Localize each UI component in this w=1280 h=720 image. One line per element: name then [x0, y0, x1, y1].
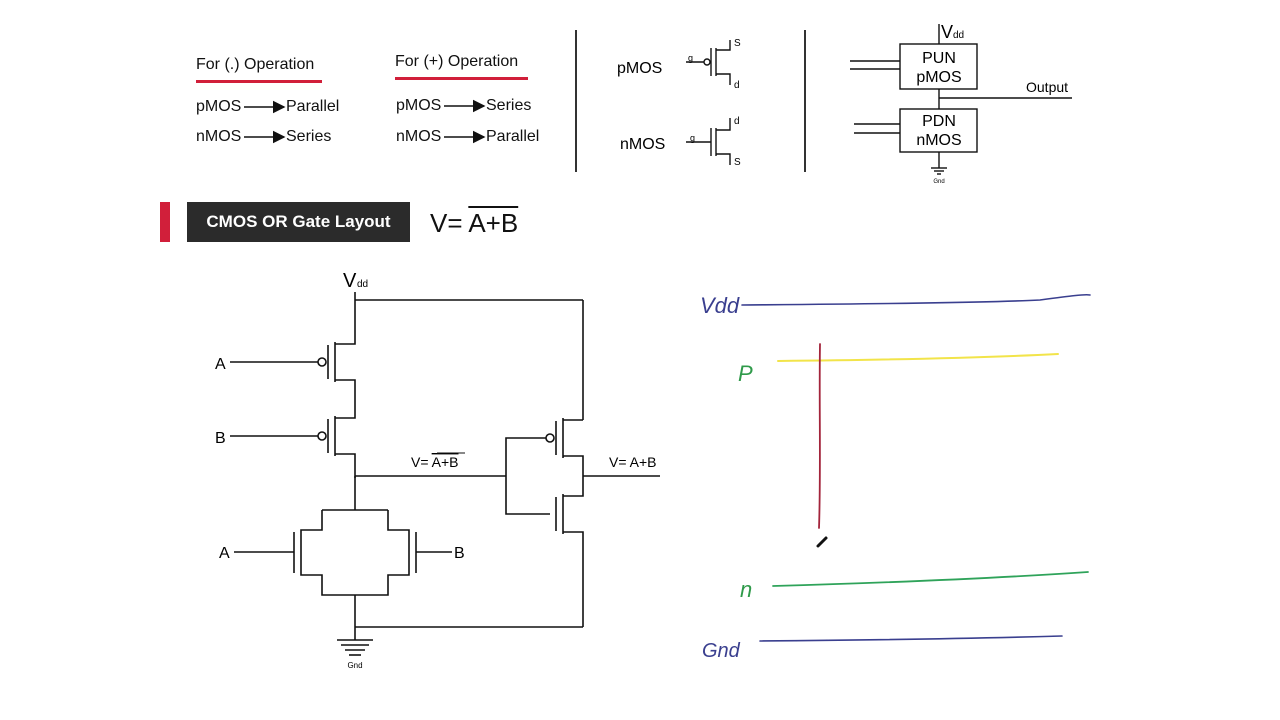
sketch-gnd-label: Gnd — [702, 640, 741, 662]
mid-node-expr: A+B — [432, 454, 459, 470]
or-nmos-label: nMOS — [396, 128, 442, 145]
poly-line — [818, 343, 821, 529]
or-pmos-label: pMOS — [396, 97, 442, 114]
pen-cursor-icon — [816, 536, 828, 548]
pun-label: PUN — [922, 50, 956, 67]
and-rule-underline — [196, 80, 322, 83]
and-pmos-result: Parallel — [286, 98, 340, 115]
or-rule-underline — [395, 77, 528, 80]
circuit-vdd: V — [343, 270, 357, 292]
pmos-symbol-label: pMOS — [617, 60, 662, 77]
or-rule-pmos: pMOS — [396, 97, 441, 115]
block-gnd-label: Gnd — [933, 179, 944, 185]
p-diffusion — [777, 353, 1059, 362]
circuit-vdd-sub: dd — [357, 279, 368, 290]
and-rule-title: For (.) Operation — [196, 56, 315, 73]
and-nmos-result: Series — [286, 128, 332, 145]
mid-node-label: V= A+B — [411, 454, 459, 470]
pun-pdn-block — [850, 24, 1072, 175]
sketch-vdd-label: Vdd — [700, 293, 740, 318]
or-rule-title: For (+) Operation — [395, 53, 519, 70]
nmos-symbol-label: nMOS — [620, 136, 665, 153]
input-a-pmos: A — [215, 356, 226, 373]
output-label: V= A+B — [609, 454, 656, 470]
pdn-sub-label: nMOS — [916, 132, 961, 149]
or-formula: V= A+B — [430, 208, 518, 239]
mid-node-prefix: V= — [411, 454, 432, 470]
separator-left — [575, 30, 577, 172]
input-b-pmos: B — [215, 430, 226, 447]
and-rule-pmos: pMOS — [196, 98, 241, 116]
nmos-gate: g — [690, 133, 695, 143]
block-output-label: Output — [1026, 79, 1068, 95]
or-rule-nmos: nMOS — [396, 128, 441, 146]
or-pmos-result: Series — [486, 97, 532, 114]
section-title: CMOS OR Gate Layout — [187, 202, 410, 242]
sketch-p-label: P — [738, 361, 753, 386]
circuit-gnd-label: Gnd — [347, 661, 362, 670]
pmos-drain: d — [734, 80, 740, 91]
formula-expr: A+B — [468, 208, 519, 238]
and-rule-nmos: nMOS — [196, 128, 241, 146]
nmos-symbol — [686, 118, 731, 165]
pdn-label: PDN — [922, 113, 956, 130]
pmos-source: S — [734, 38, 741, 49]
gnd-rail — [759, 635, 1063, 642]
formula-prefix: V= — [430, 208, 469, 238]
input-a-nmos: A — [219, 545, 230, 562]
stick-diagram-sketch — [741, 293, 1091, 642]
vdd-rail — [741, 293, 1091, 306]
input-b-nmos: B — [454, 545, 465, 562]
and-nmos-label: nMOS — [196, 128, 242, 145]
banner-accent — [160, 202, 170, 242]
block-vdd-sub: dd — [953, 30, 964, 41]
nmos-drain: d — [734, 116, 740, 127]
or-nmos-result: Parallel — [486, 128, 540, 145]
n-diffusion — [772, 571, 1089, 587]
or-gate-circuit — [230, 292, 660, 656]
and-pmos-label: pMOS — [196, 98, 242, 115]
pmos-gate: g — [688, 53, 693, 63]
sketch-n-label: n — [740, 577, 752, 602]
block-vdd: V — [941, 22, 953, 42]
nmos-source: S — [734, 157, 741, 168]
rule-arrows — [244, 99, 486, 144]
pun-sub-label: pMOS — [916, 69, 961, 86]
pmos-symbol — [686, 40, 731, 85]
separator-right — [804, 30, 806, 172]
